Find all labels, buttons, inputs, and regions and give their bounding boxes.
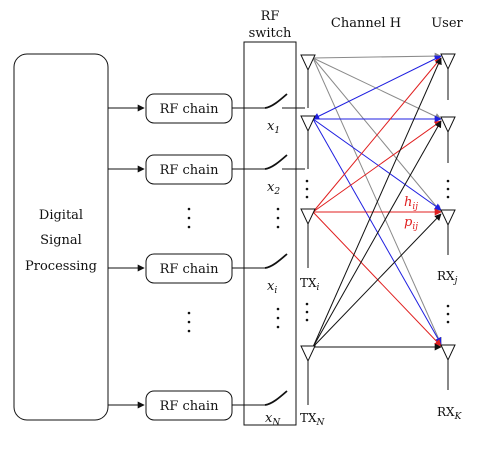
link-black	[312, 213, 442, 348]
rf-switch-frame	[243, 41, 297, 426]
tx-n-label: TXN	[300, 411, 326, 428]
x-symbol: xi	[267, 279, 277, 296]
rf-chain-label: RF chain	[160, 102, 220, 117]
rf-chain-label: RF chain	[160, 399, 220, 414]
rx-antenna-icon	[440, 53, 456, 100]
dsp-label-line3: Processing	[25, 259, 97, 274]
h-ij-label: hij	[404, 195, 418, 212]
tx-ellipsis-upper	[305, 179, 309, 199]
rx-antenna-icon	[440, 116, 456, 163]
rx-j-label: RXj	[437, 269, 458, 286]
rf-chain-2: RF chain x2	[108, 154, 305, 197]
link-red	[312, 120, 442, 213]
p-ij-label: pij	[404, 215, 418, 232]
link-blue	[312, 55, 442, 120]
tx-antenna-icon	[300, 345, 316, 405]
link-blue	[312, 118, 442, 345]
dsp-label-line2: Signal	[40, 233, 82, 248]
chain-ellipsis-upper	[187, 207, 191, 229]
user-label: User	[431, 16, 463, 31]
link-red	[312, 211, 442, 347]
channel-links	[312, 52, 442, 351]
rx-ellipsis-upper	[446, 179, 450, 199]
tx-ellipsis-lower	[305, 302, 309, 322]
rx-antennas	[440, 53, 456, 390]
rf-switch-label-line2: switch	[249, 26, 292, 41]
tx-i-label: TXi	[300, 276, 320, 293]
switch-ellipsis-upper	[276, 207, 280, 229]
rx-antenna-icon	[440, 209, 456, 255]
x-symbol: x2	[267, 180, 280, 197]
dsp-label-line1: Digital	[39, 208, 83, 223]
link-red	[312, 57, 442, 213]
dsp-block	[13, 53, 109, 421]
rf-chain-i: RF chain xi	[108, 253, 288, 296]
switch-blade	[264, 154, 288, 170]
rf-chain-1: RF chain x1	[108, 93, 305, 136]
switch-ellipsis-lower	[276, 307, 280, 329]
rf-chain-label: RF chain	[160, 262, 220, 277]
link-blue	[312, 118, 442, 211]
switch-blade	[264, 390, 288, 406]
x-symbol: xN	[265, 411, 281, 428]
tx-antenna-icon	[300, 115, 316, 169]
chain-ellipsis-lower	[187, 311, 191, 333]
tx-antennas	[300, 54, 316, 405]
x-symbol: x1	[267, 119, 280, 136]
switch-blade	[264, 253, 288, 269]
rx-antenna-icon	[440, 344, 456, 390]
rx-k-label: RXK	[437, 405, 463, 422]
switch-blade	[264, 93, 288, 109]
tx-antenna-icon	[300, 208, 316, 268]
rf-switch-label-line1: RF	[261, 9, 280, 24]
rf-chain-label: RF chain	[160, 163, 220, 178]
rf-chain-n: RF chain xN	[108, 390, 288, 428]
link-gray	[312, 52, 442, 60]
link-black	[312, 57, 442, 348]
link-black	[312, 120, 442, 348]
rx-ellipsis-lower	[446, 304, 450, 324]
channel-label: Channel H	[331, 16, 401, 31]
tx-antenna-icon	[300, 54, 316, 108]
